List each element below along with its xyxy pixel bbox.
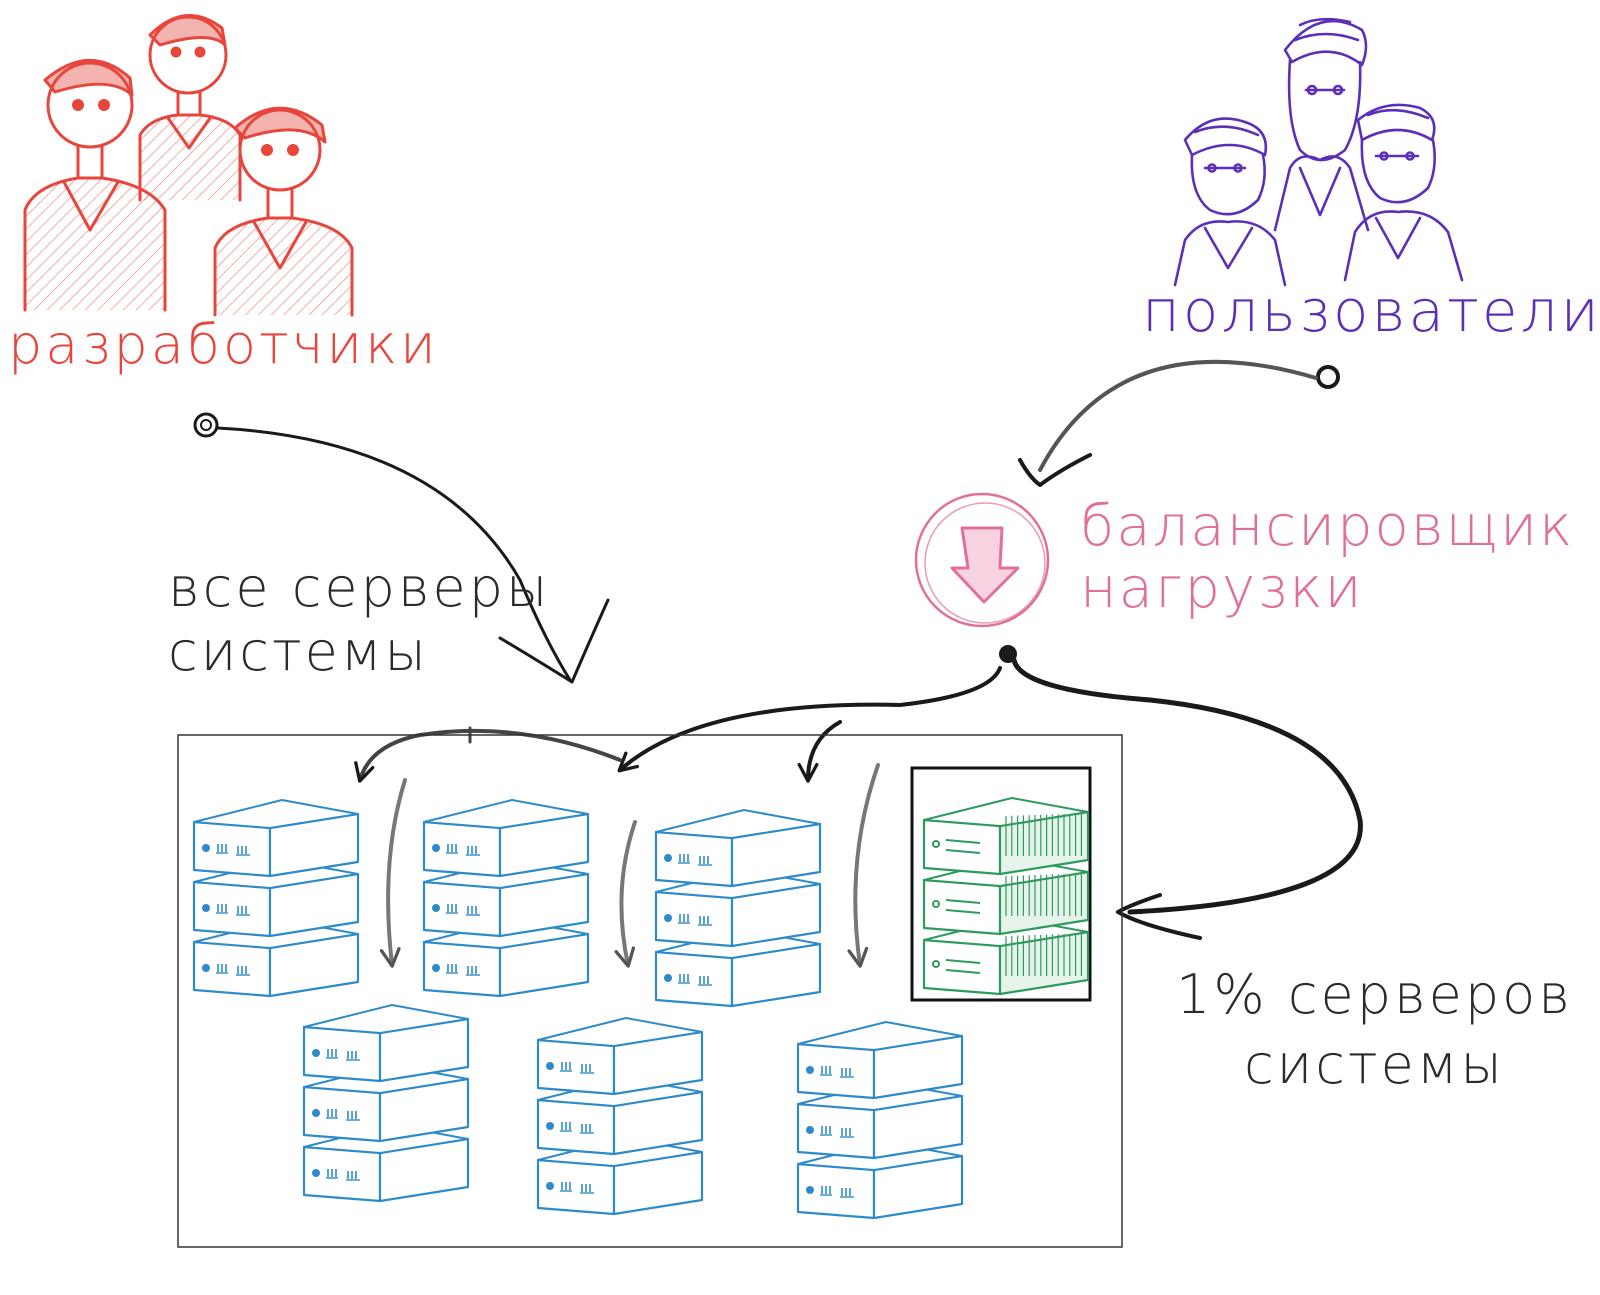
- server-stack: [192, 799, 360, 998]
- server-stack: [422, 799, 590, 998]
- server-unit-icon: [796, 1021, 964, 1100]
- user-person-icon: [1343, 103, 1464, 282]
- load-balancer-label-line1: балансировщик: [1080, 494, 1575, 559]
- developers-group-icon: [23, 14, 354, 317]
- user-person-icon: [1273, 17, 1370, 232]
- users-start-dot: [1316, 365, 1340, 389]
- one-percent-label-line2: системы: [1243, 1033, 1505, 1096]
- balancer-branch-arrow: [354, 728, 622, 783]
- server-stacks: [192, 797, 1090, 1220]
- canary-traffic-arrow: [1011, 657, 1363, 915]
- balancer-branch-arrow: [797, 720, 842, 783]
- balancer-branch-arrow: [617, 666, 1002, 773]
- users-label: пользователи: [1142, 277, 1600, 345]
- server-stack: [654, 809, 822, 1008]
- developers-start-dot: [193, 412, 219, 438]
- server-cluster-frame: [177, 734, 1123, 1248]
- developer-person-icon: [138, 14, 242, 202]
- server-stack: [796, 1021, 964, 1220]
- server-unit-icon: [192, 799, 360, 878]
- canary-server-stack: [922, 797, 1090, 996]
- all-servers-label-line1: все серверы: [168, 556, 551, 619]
- server-unit-icon: [536, 1017, 704, 1096]
- developers-label: разработчики: [8, 313, 439, 376]
- server-unit-icon: [302, 1124, 470, 1203]
- balancer-branch-arrow: [614, 820, 637, 968]
- users-group-icon: [1173, 17, 1464, 287]
- developer-person-icon: [23, 59, 167, 312]
- connectors: [193, 359, 1363, 968]
- all-servers-label-line2: системы: [168, 620, 429, 683]
- users-to-balancer-arrow: [1038, 359, 1318, 472]
- server-unit-icon: [922, 797, 1090, 876]
- balancer-branch-arrow: [847, 763, 880, 968]
- server-unit-icon: [302, 1004, 470, 1083]
- balancer-branch-arrow: [379, 778, 407, 968]
- canary-servers-frame: [910, 766, 1092, 1002]
- server-stack: [302, 1004, 470, 1203]
- one-percent-label-line1: 1% серверов: [1176, 963, 1573, 1026]
- server-unit-icon: [192, 919, 360, 998]
- load-balancer-label: балансировщик нагрузки: [1080, 496, 1574, 620]
- user-person-icon: [1173, 117, 1287, 287]
- developer-person-icon: [213, 106, 354, 317]
- server-unit-icon: [422, 799, 590, 878]
- one-percent-label: 1% серверов системы: [1176, 960, 1573, 1100]
- all-servers-label: все серверы системы: [168, 556, 550, 684]
- server-unit-icon: [654, 809, 822, 888]
- load-balancer-icon: [914, 492, 1050, 628]
- server-stack: [536, 1017, 704, 1216]
- developers-deploy-arrow: [216, 426, 572, 682]
- down-arrow-icon: [950, 526, 1020, 604]
- load-balancer-label-line2: нагрузки: [1080, 556, 1364, 621]
